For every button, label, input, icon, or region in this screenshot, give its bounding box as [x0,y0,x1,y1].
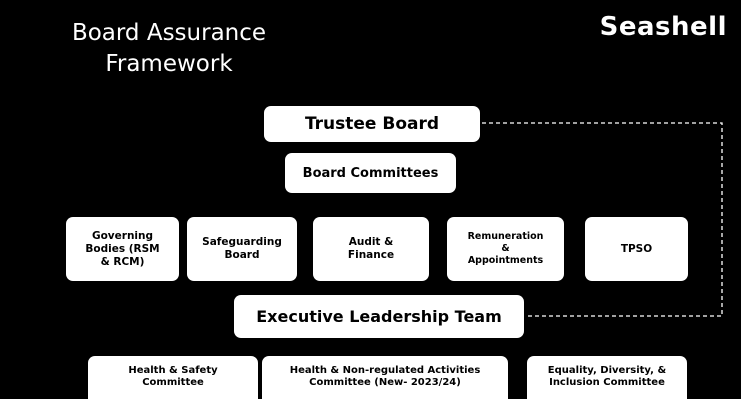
tpso-label: TPSO [620,242,653,255]
remuneration-label-line: & [501,243,510,254]
edi-committee-box: Equality, Diversity, & Inclusion Committ… [527,356,687,399]
slide-title-line-2: Framework [105,51,233,77]
edi-label-line: Inclusion Committee [549,377,665,388]
audit-finance-label-line: Audit & [348,236,394,248]
trustee-to-elt-dashed-line [482,122,723,317]
health-nonregulated-label-line: Health & Non-regulated Activities [289,365,481,376]
seashell-logo: Seashell [599,12,727,42]
executive-leadership-team-box: Executive Leadership Team [234,295,524,338]
governing-bodies-label-line: Bodies (RSM [85,242,160,255]
governing-bodies-label-line: & RCM) [100,255,145,268]
health-safety-label-line: Health & Safety [128,365,218,376]
trustee-board-label: Trustee Board [304,114,440,134]
audit-finance-label-line: Finance [347,249,395,261]
health-safety-committee-box: Health & Safety Committee [88,356,258,399]
health-safety-label-line: Committee [142,377,204,388]
health-nonregulated-label-line: Committee (New- 2023/24) [309,377,461,388]
edi-label-line: Equality, Diversity, & [547,365,667,376]
slide-title-line-1: Board Assurance [71,20,267,46]
executive-leadership-team-label: Executive Leadership Team [256,307,502,326]
tpso-box: TPSO [585,217,688,281]
safeguarding-board-label-line: Board [224,249,260,261]
board-committees-label: Board Committees [302,165,439,181]
governing-bodies-label-line: Governing [91,229,154,242]
health-nonregulated-committee-box: Health & Non-regulated Activities Commit… [262,356,508,399]
remuneration-appointments-box: Remuneration & Appointments [447,217,564,281]
remuneration-label-line: Remuneration [467,231,544,242]
slide-title: Board Assurance Framework [44,18,294,80]
governing-bodies-box: Governing Bodies (RSM & RCM) [66,217,179,281]
remuneration-label-line: Appointments [467,255,544,266]
board-committees-box: Board Committees [285,153,456,193]
safeguarding-board-box: Safeguarding Board [187,217,297,281]
safeguarding-board-label-line: Safeguarding [202,236,282,248]
trustee-board-box: Trustee Board [264,106,480,142]
audit-finance-box: Audit & Finance [313,217,429,281]
